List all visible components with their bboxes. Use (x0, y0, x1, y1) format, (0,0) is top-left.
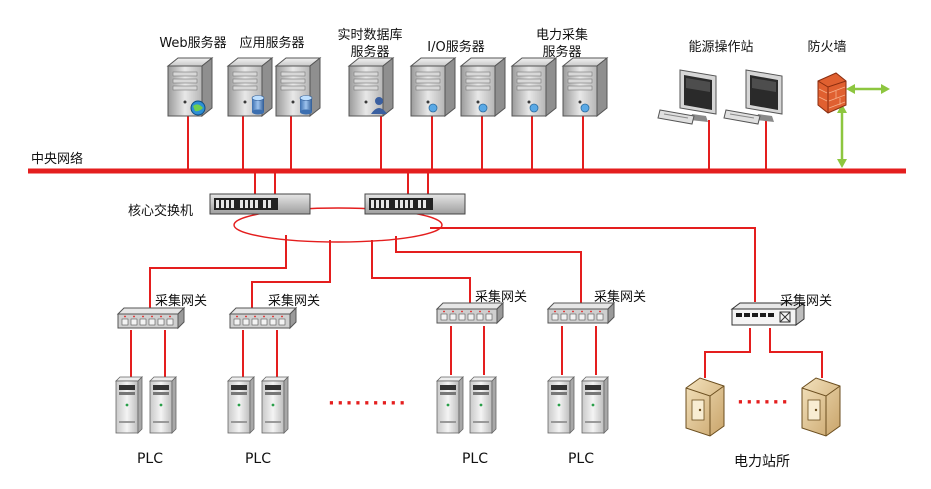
plc-label: PLC (567, 451, 595, 467)
plc-label: PLC (136, 451, 164, 467)
plc-icon (261, 376, 289, 434)
plc-label: PLC (244, 451, 272, 467)
disc-icon (478, 103, 488, 113)
ellipsis-dots: ······ (737, 392, 791, 413)
ellipsis-dots: ········· (328, 393, 408, 414)
firewall-arrows (837, 84, 890, 168)
gateway-hub-icon (116, 306, 186, 330)
core-switch-icon (209, 193, 311, 215)
server-icon (347, 56, 395, 118)
power-server-label-line1: 电力采集 (535, 28, 589, 43)
firewall-icon (817, 72, 847, 114)
gateway-hub-icon (546, 301, 616, 325)
gateway-label: 采集网关 (780, 294, 833, 309)
gateway-label: 采集网关 (594, 290, 647, 305)
energy-station-label: 能源操作站 (688, 40, 754, 55)
plc-icon (469, 376, 497, 434)
core-switch-label: 核心交换机 (128, 204, 194, 219)
server-icon (226, 56, 274, 118)
server-icon (409, 56, 457, 118)
gateway-label: 采集网关 (475, 290, 528, 305)
rtdb-server-label-line2: 服务器 (350, 45, 390, 60)
web-server-label: Web服务器 (159, 36, 227, 51)
disc-icon (529, 103, 539, 113)
substation-icon (685, 377, 725, 437)
plc-icon (149, 376, 177, 434)
database-icon (251, 95, 265, 115)
gateway-label: 采集网关 (268, 294, 321, 309)
server-icon (510, 56, 558, 118)
server-icon (274, 56, 322, 118)
plc-icon (581, 376, 609, 434)
server-row (166, 56, 609, 118)
plc-icon (436, 376, 464, 434)
disc-icon (580, 103, 590, 113)
firewall-label: 防火墙 (807, 40, 847, 55)
power-server-label-line2: 服务器 (542, 45, 582, 60)
core-switch-icon (364, 193, 466, 215)
plc-row (115, 376, 609, 434)
rtdb-server-label-line1: 实时数据库 (337, 28, 403, 43)
app-server-label: 应用服务器 (239, 36, 305, 51)
gateway-label: 采集网关 (155, 294, 208, 309)
plc-icon (547, 376, 575, 434)
connection-lines (130, 112, 823, 378)
central-network-label: 中央网络 (31, 152, 84, 167)
plc-icon (115, 376, 143, 434)
user-icon (371, 97, 387, 114)
workstation-icon (657, 69, 717, 125)
io-server-label: I/O服务器 (427, 40, 485, 55)
server-icon (459, 56, 507, 118)
server-icon (561, 56, 609, 118)
gateway-hub-icon (435, 301, 505, 325)
workstation-icon (723, 69, 783, 125)
plc-icon (227, 376, 255, 434)
server-icon (166, 56, 214, 118)
disc-icon (428, 103, 438, 113)
gateway-switch-icon (730, 302, 806, 326)
plc-label: PLC (461, 451, 489, 467)
substation-icon (801, 377, 841, 437)
substation-label: 电力站所 (734, 454, 790, 470)
gateway-hub-icon (228, 306, 298, 330)
gateway-row (116, 301, 616, 330)
database-icon (299, 95, 313, 115)
